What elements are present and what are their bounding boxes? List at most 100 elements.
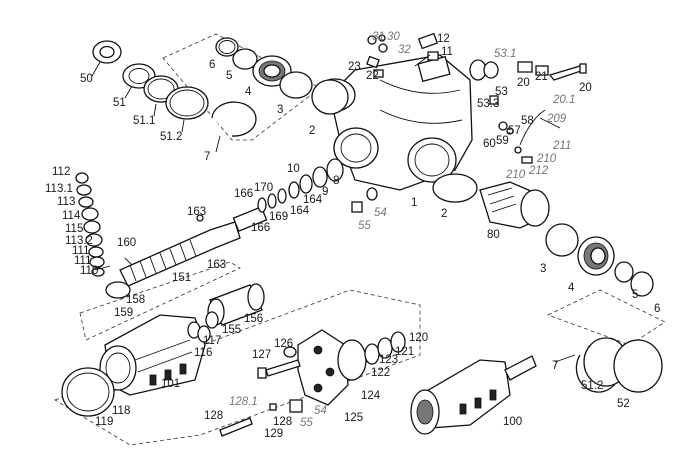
- label-128-a: 128: [204, 410, 223, 422]
- label-129: 129: [264, 428, 283, 440]
- label-113-1: 113.1: [45, 183, 73, 195]
- label-210-a: 210: [536, 153, 557, 165]
- label-3-b: 3: [540, 263, 546, 275]
- frame-bearing-group-right: [546, 289, 666, 346]
- label-21: 21: [535, 71, 548, 83]
- roller-bearing-4-right: [577, 236, 615, 276]
- frame-valve-group: [79, 261, 241, 341]
- label-51-1: 51.1: [133, 115, 155, 127]
- label-121: 121: [395, 346, 414, 358]
- label-55-b: 55: [300, 417, 313, 429]
- label-58: 58: [521, 115, 534, 127]
- label-7: 7: [204, 151, 210, 163]
- label-5: 5: [226, 70, 232, 82]
- o-ring-117-116: [187, 321, 211, 343]
- label-4: 4: [245, 86, 252, 98]
- label-155: 155: [222, 324, 241, 336]
- ring-5-right: [614, 261, 634, 283]
- label-120: 120: [409, 332, 428, 344]
- ring-51-2-top: [165, 86, 209, 120]
- label-114: 114: [62, 210, 81, 222]
- label-20-b: 20: [579, 82, 592, 94]
- label-20-1: 20.1: [552, 94, 575, 106]
- ring-6-top: [215, 37, 239, 57]
- label-55-a: 55: [358, 220, 371, 232]
- label-159: 159: [114, 307, 133, 319]
- o-ring-2-lower: [432, 173, 478, 203]
- label-124: 124: [361, 390, 381, 402]
- label-8: 8: [333, 175, 339, 187]
- label-53-3: 53.3: [477, 98, 499, 110]
- worm-shaft-151: [119, 206, 268, 287]
- label-51-2-b: 51.2: [581, 380, 603, 392]
- label-116: 116: [194, 347, 212, 359]
- label-54-a: 54: [374, 207, 387, 219]
- label-57: 57: [508, 125, 521, 137]
- label-126: 126: [274, 338, 293, 350]
- label-212: 212: [528, 165, 549, 177]
- ring-5-top: [232, 48, 258, 70]
- label-32: 32: [398, 44, 411, 56]
- label-211: 211: [552, 140, 571, 152]
- label-31: 31: [372, 31, 385, 43]
- screw-54-55: [351, 187, 378, 213]
- label-50: 50: [80, 73, 93, 85]
- label-80: 80: [487, 229, 500, 241]
- label-2-b: 2: [441, 208, 447, 220]
- o-ring-2-housing: [311, 79, 349, 115]
- label-2: 2: [309, 125, 315, 137]
- label-169: 169: [269, 211, 288, 223]
- label-5-b: 5: [632, 289, 638, 301]
- fittings-top: [366, 32, 439, 78]
- label-12: 12: [437, 33, 450, 45]
- label-3: 3: [277, 104, 283, 116]
- label-7-b: 7: [552, 360, 558, 372]
- circlip-7-top: [211, 101, 257, 137]
- label-163-b: 163: [207, 259, 226, 271]
- label-113-2: 113.2: [65, 235, 93, 247]
- bolt-127: [257, 359, 301, 379]
- label-160: 160: [117, 237, 136, 249]
- label-115: 115: [65, 223, 83, 235]
- label-53-1: 53.1: [494, 48, 516, 60]
- callout-labels: 50 51 51.1 51.2 7 6 5 4 3 2 31 30 32 12 …: [45, 31, 660, 440]
- valve-stack-112-110: [75, 172, 105, 277]
- seals-170-164: [257, 158, 344, 213]
- label-52: 52: [617, 398, 630, 410]
- label-163-a: 163: [187, 206, 206, 218]
- label-11: 11: [441, 46, 453, 58]
- label-23: 23: [348, 61, 361, 73]
- nut-50: [92, 40, 122, 64]
- label-1: 1: [411, 197, 417, 209]
- label-122: 122: [371, 367, 390, 379]
- label-4-b: 4: [568, 282, 575, 294]
- nut-126: [283, 346, 297, 358]
- sleeve-156: [207, 283, 265, 326]
- screws-128-129: [219, 399, 303, 437]
- label-100: 100: [503, 416, 522, 428]
- label-158: 158: [126, 294, 145, 306]
- label-6-b: 6: [654, 303, 660, 315]
- ring-155: [205, 311, 219, 329]
- label-164-a: 164: [290, 205, 310, 217]
- o-ring-118-119: [61, 367, 115, 417]
- ring-3-top: [279, 71, 313, 99]
- leader-lines: [91, 54, 576, 363]
- label-9: 9: [322, 186, 328, 198]
- assembly-100: [410, 355, 537, 435]
- cap-52: [613, 339, 663, 393]
- label-59: 59: [496, 135, 509, 147]
- label-164-b: 164: [303, 194, 323, 206]
- label-127: 127: [252, 349, 271, 361]
- label-166-a: 166: [234, 188, 253, 200]
- label-110: 110: [80, 265, 98, 277]
- label-51-2: 51.2: [160, 131, 182, 143]
- frame-bottom-group: [54, 289, 421, 446]
- label-123: 123: [379, 354, 398, 366]
- label-6: 6: [209, 59, 215, 71]
- ring-6-right: [630, 271, 654, 297]
- label-151: 151: [172, 272, 191, 284]
- label-112: 112: [52, 166, 70, 178]
